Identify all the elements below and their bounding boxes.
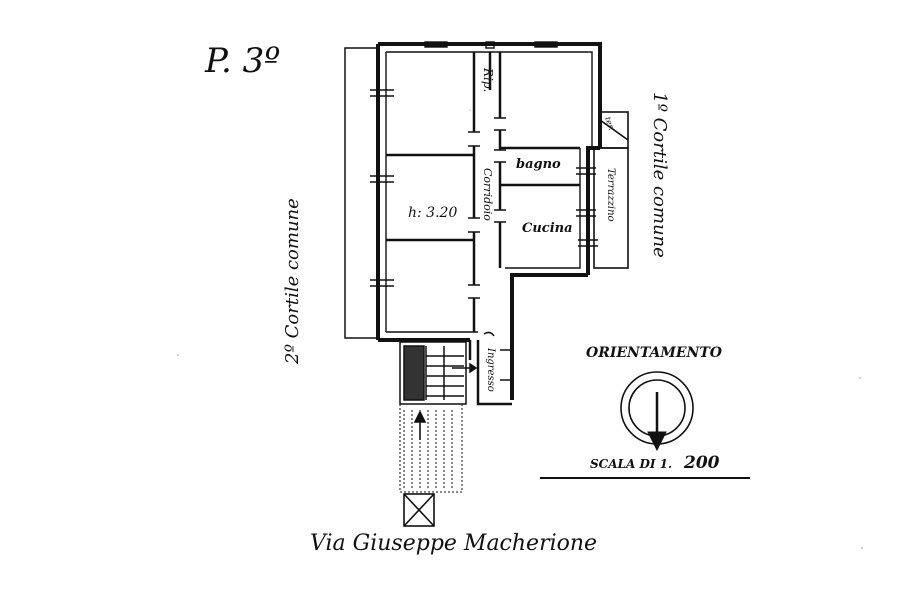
door-marks [468,117,506,299]
room-label-rip: Rip. [481,67,495,92]
street-label: Via Giuseppe Macherione [310,531,597,556]
room-label-ingresso: Ingresso [485,347,496,392]
second-courtyard-label: 2º Cortile comune [282,198,303,365]
stairwell [399,341,478,405]
scale-prefix: SCALA DI 1. [590,457,672,471]
room-height-label: h: 3.20 [408,205,457,221]
room-label-terrazzino: Terrazzino [605,168,616,222]
terrazzino-outline [593,111,629,269]
windows-left [370,89,394,287]
windows-top [424,41,558,49]
street-passage-arrow [413,410,427,440]
room-label-corridoio: Corridoio [481,168,494,221]
room-label-bagno: bagno [516,157,561,172]
second-courtyard-outline [344,47,378,339]
scale-value: 200 [683,453,720,473]
ingresso-door [483,331,512,381]
paper-specks [177,109,863,549]
room-label-cucina: Cucina [522,221,573,236]
passage-box [403,493,435,527]
scale-label: SCALA DI 1. 200 [590,453,720,473]
ingresso-outline [398,338,512,406]
floor-label: P. 3º [204,41,280,81]
street-passage [399,404,463,493]
first-courtyard-label: 1º Cortile comune [649,92,670,258]
compass-icon [620,371,694,452]
interior-walls [386,52,580,332]
room-label-small: ter. [603,116,616,132]
orientation-label: ORIENTAMENTO [586,345,723,361]
